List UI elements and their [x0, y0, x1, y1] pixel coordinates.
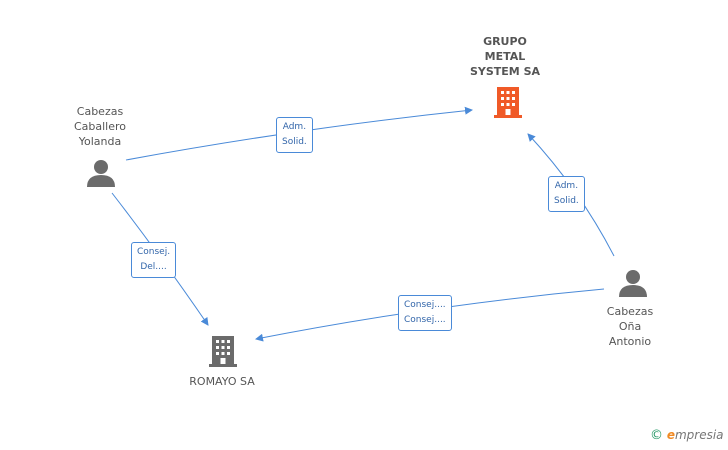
person-icon[interactable] [618, 268, 648, 302]
person-icon[interactable] [86, 158, 116, 192]
edge-label-yolanda-romayo[interactable]: Consej. Del.... [131, 242, 177, 278]
building-icon[interactable] [208, 334, 238, 372]
person-label-antonio: Cabezas Oña Antonio [606, 305, 654, 348]
brand-logo-e: e [666, 428, 675, 442]
person-label-yolanda: Cabezas Caballero Yolanda [73, 105, 127, 148]
edge-label-yolanda-grupo[interactable]: Adm. Solid. [276, 117, 313, 153]
company-label-romayo: ROMAYO SA [189, 375, 255, 388]
edge-label-antonio-romayo[interactable]: Consej.... Consej.... [398, 295, 452, 331]
brand-logo: © empresia [650, 428, 724, 443]
building-icon[interactable] [493, 85, 523, 123]
company-label-grupo-metal: GRUPO METAL SYSTEM SA [469, 35, 541, 78]
copyright-symbol: © [650, 428, 663, 443]
edge-label-antonio-grupo[interactable]: Adm. Solid. [548, 176, 585, 212]
brand-logo-rest: mpresia [674, 428, 724, 442]
